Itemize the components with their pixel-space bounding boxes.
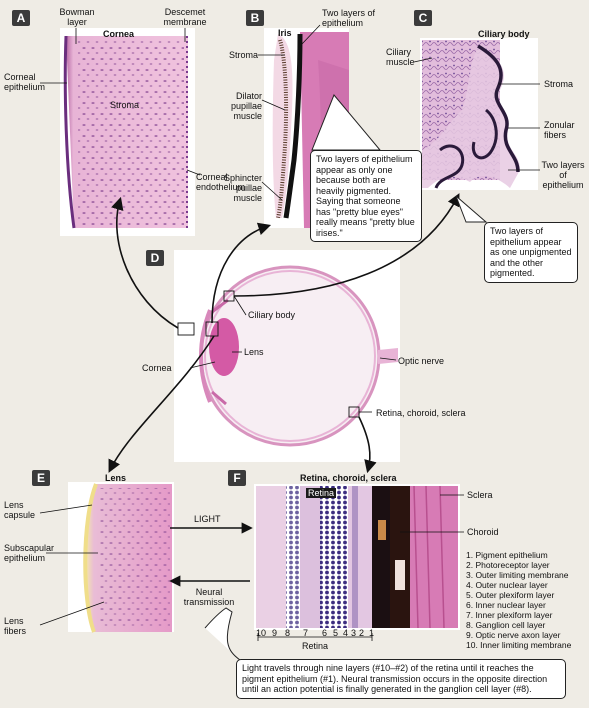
layer-number: 7	[303, 628, 309, 638]
label-iris-lens: Lens	[324, 128, 344, 138]
label-dilator-muscle: Dilator pupillae muscle	[230, 91, 262, 121]
label-ciliary-muscle: Ciliary muscle	[386, 47, 415, 67]
panel-a-badge: A	[12, 10, 30, 26]
label-choroid: Choroid	[467, 527, 499, 537]
label-zonular-fibers: Zonular fibers	[544, 120, 575, 140]
iris-callout: Two layers of epithelium appear as only …	[310, 150, 422, 242]
panel-c-title: Ciliary body	[478, 29, 530, 39]
label-retina-header: Retina	[306, 488, 337, 498]
layer-legend-item: 7. Inner plexiform layer	[466, 610, 553, 620]
panel-b-title: Iris	[278, 28, 292, 38]
retina-callout: Light travels through nine layers (#10–#…	[236, 659, 566, 699]
label-iris-stroma: Stroma	[228, 50, 258, 60]
layer-legend-item: 5. Outer plexiform layer	[466, 590, 555, 600]
panel-b-badge: B	[246, 10, 264, 26]
layer-number: 8	[285, 628, 291, 638]
layer-legend-item: 2. Photoreceptor layer	[466, 560, 550, 570]
layer-number: 4	[343, 628, 349, 638]
layer-legend-item: 9. Optic nerve axon layer	[466, 630, 561, 640]
layer-number: 9	[272, 628, 278, 638]
layer-number: 2	[359, 628, 365, 638]
layer-number: 10	[256, 628, 267, 638]
label-d-retina: Retina, choroid, sclera	[376, 408, 466, 418]
label-retina-bracket: Retina	[302, 641, 329, 651]
label-ciliary-two-layers: Two layers of epithelium	[541, 160, 585, 190]
ciliary-callout: Two layers of epithelium appear as one u…	[484, 222, 578, 283]
label-cornea-stroma: Stroma	[110, 100, 140, 110]
label-d-optic-nerve: Optic nerve	[398, 356, 445, 366]
layer-legend-item: 10. Inner limiting membrane	[466, 640, 572, 650]
label-d-ciliary-body: Ciliary body	[248, 310, 296, 320]
layer-legend-item: 6. Inner nuclear layer	[466, 600, 546, 610]
panel-f-title: Retina, choroid, sclera	[300, 473, 397, 483]
layer-legend-item: 3. Outer limiting membrane	[466, 570, 569, 580]
neural-arrow-label: Neural transmission	[183, 587, 235, 607]
layer-number: 3	[351, 628, 357, 638]
label-ciliary-stroma: Stroma	[544, 79, 574, 89]
retina-layer-legend: 1. Pigment epithelium 2. Photoreceptor l…	[466, 550, 586, 650]
layer-legend-item: 8. Ganglion cell layer	[466, 620, 546, 630]
panel-d-badge: D	[146, 250, 164, 266]
panel-a-title: Cornea	[103, 29, 135, 39]
panel-e-badge: E	[32, 470, 50, 486]
label-bowman-layer: Bowman layer	[59, 7, 95, 27]
light-arrow-label: LIGHT	[194, 514, 221, 524]
layer-legend-item: 1. Pigment epithelium	[466, 550, 548, 560]
label-corneal-epithelium: Corneal epithelium	[4, 72, 46, 92]
layer-legend-item: 4. Outer nuclear layer	[466, 580, 548, 590]
label-subcapsular-epithelium: Subscapular epithelium	[4, 543, 55, 563]
label-corneal-endothelium: Corneal endothelium	[196, 172, 246, 192]
label-descemet-membrane: Descemet membrane	[163, 7, 207, 27]
label-sclera: Sclera	[467, 490, 493, 500]
panel-c-badge: C	[414, 10, 432, 26]
layer-number: 6	[322, 628, 328, 638]
label-d-lens: Lens	[244, 347, 264, 357]
layer-number: 1	[369, 628, 375, 638]
layer-number: 5	[333, 628, 339, 638]
label-d-cornea: Cornea	[142, 363, 172, 373]
label-iris-two-layers: Two layers of epithelium	[322, 8, 376, 28]
label-lens-fibers: Lens fibers	[4, 616, 27, 636]
panel-e-title: Lens	[105, 473, 127, 483]
panel-f-badge: F	[228, 470, 246, 486]
label-lens-capsule: Lens capsule	[4, 500, 36, 520]
label-sphincter-muscle: Sphincter puillae muscle	[223, 173, 262, 203]
